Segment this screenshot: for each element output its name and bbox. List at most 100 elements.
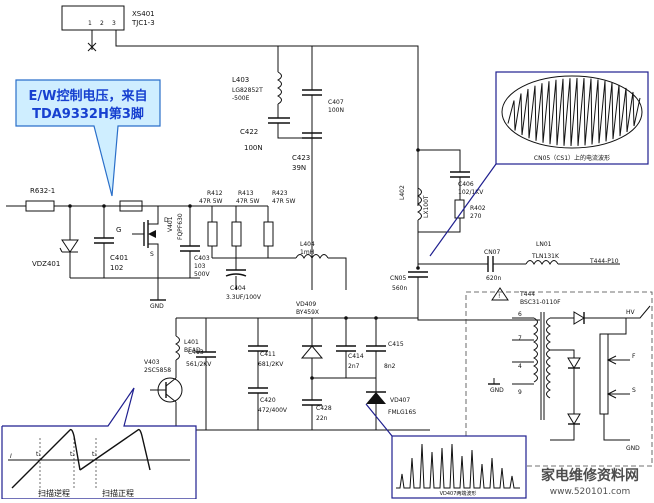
vd409-part: BY459X [296,309,319,316]
c401-value: 102 [110,264,123,272]
r412-ref: R412 [207,190,223,197]
t444-p10-label: T444-P10 [589,258,619,265]
l401-part: BEAD [184,347,201,354]
r402-ref: R402 [470,205,486,212]
c411-value: 681/2KV [258,361,284,368]
c422-ref: C422 [240,128,258,136]
ln01-inductor [525,260,559,266]
c420-ref: C420 [260,397,276,404]
r412-value: 47R 5W [199,198,223,205]
xs401-part: TJC1-3 [131,19,155,27]
t444-flyback: ! [465,287,653,467]
vd407-ref: VD407 [390,397,410,404]
vd407-diode [366,392,386,404]
watermark-url: www.520101.com [550,487,631,497]
inset-t1: t₁ [36,451,41,458]
f-label: F [632,353,636,360]
inset-scan-waveform: I t₁ t₂ t₃ 扫描逆程 扫描正程 [1,387,197,500]
ln01-ref: LN01 [536,241,552,248]
cn05-value: 560n [392,285,407,292]
r632-resistor [25,200,55,212]
r413-resistor [231,221,242,247]
inset-t2: t₂ [70,451,75,458]
r413-ref: R413 [238,190,254,197]
r423-value: 47R 5W [272,198,296,205]
c414-value: 2n7 [348,363,360,370]
cn05-ref: CN05 [390,275,406,282]
v401-mosfet [132,206,159,262]
connector-pin-1-label: 1 [88,20,92,27]
gnd-label-3: GND [490,387,504,394]
v403-ref: V403 [144,359,160,366]
c403-value: 103 [194,263,206,270]
c415-value: 8n2 [384,363,396,370]
vd407-wave-caption: VD407两端波形 [440,490,477,497]
vd409-diode [300,345,324,359]
l404-value: 1mH [300,249,314,256]
c403-ref: C403 [194,255,210,262]
c414-ref: C414 [348,353,364,360]
c428-ref: C428 [316,405,332,412]
c423-ref: C423 [292,154,310,162]
l404-inductor [295,254,329,260]
c406-ref: C406 [458,181,474,188]
c407-value: 100N [328,107,344,114]
gnd-label-4: GND [626,445,640,452]
t444-pin-7: 7 [518,335,522,342]
connector-pin-2-label: 2 [100,20,104,27]
no-connect-mark [87,42,97,52]
v401-ref: V401 [167,216,174,232]
c407-ref: C407 [328,99,344,106]
inset-axis-label: I [10,453,12,460]
v403-transistor [150,377,183,432]
t444-pin-9: 9 [518,389,522,396]
cn07-value: 620n [486,275,501,282]
callout-line-1: E/W控制电压，来自 [29,88,148,104]
connector-xs401: 1 2 3 XS401 TJC1-3 [61,5,155,31]
l401-bead [174,335,180,361]
r412-resistor [207,221,218,247]
l403-part: LG82852T [232,87,263,94]
r411-resistor [119,200,143,212]
vd407-part: FMLG16S [388,409,416,416]
r423-ref: R423 [272,190,288,197]
c415-ref: C415 [388,341,404,348]
c420-value: 472/400V [258,407,288,414]
scan-reverse-label: 扫描逆程 [38,488,70,498]
t444-pin-4: 4 [518,363,522,370]
callout-ew-voltage: E/W控制电压，来自 TDA9332H第3脚 [15,79,161,197]
r413-value: 47R 5W [236,198,260,205]
c404-value: 3.3UF/100V [226,294,262,301]
c401-ref: C401 [110,254,128,262]
watermark-title: 家电维修资料网 [541,467,639,484]
c403-rating: 500V [194,271,210,278]
l404-ref: L404 [300,241,315,248]
l403-note: -500E [232,95,250,102]
d-label: D [164,217,169,224]
watermark: 家电维修资料网 www.520101.com [541,467,639,497]
c428-value: 22n [316,415,328,422]
l402-inductor [416,187,422,221]
v403-part: 2SC5858 [144,367,171,374]
inset-vd407-waveform: VD407两端波形 [391,435,527,499]
c423-value: 39N [292,164,306,172]
r632-ref: R632-1 [30,187,55,195]
t444-pin-6: 6 [518,311,522,318]
current-wave-caption: CN05（CS1）上的电流波形 [534,154,610,162]
c422-value: 100N [244,144,263,152]
inset-t3: t₃ [92,451,97,458]
inset-current-waveform: CN05（CS1）上的电流波形 [495,71,649,165]
t444-part: BSC31-0110F [520,299,561,306]
l403-ref: L403 [232,76,249,84]
v401-part: FQPF630 [177,213,184,240]
gnd-label-1: GND [150,303,164,310]
l402-part: LX100T [423,195,430,218]
g-label: G [116,226,121,234]
xs401-ref: XS401 [132,10,155,18]
scan-forward-label: 扫描正程 [102,488,134,498]
l402-ref: L402 [399,185,406,200]
r423-resistor [263,221,274,247]
c404-ref: C404 [230,285,246,292]
